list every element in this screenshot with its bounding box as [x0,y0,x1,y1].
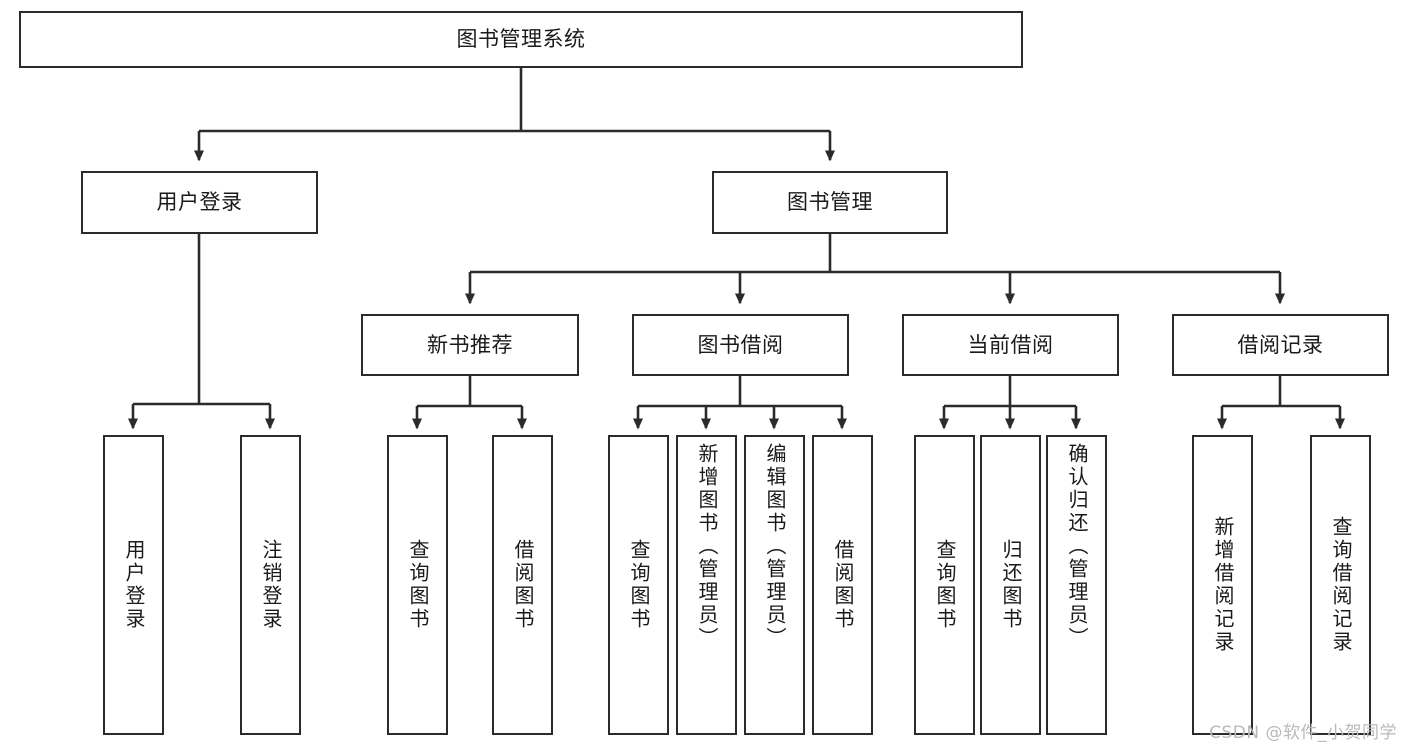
node-leaf-add-record-label: 新增借阅记录 [1211,516,1235,654]
node-leaf-query-book-3[interactable]: 查询图书 [914,435,975,735]
node-leaf-edit-book-label: 编辑图书（管理员） [763,443,787,650]
node-leaf-return-book-label: 归还图书 [999,539,1023,631]
node-leaf-query-book-3-label: 查询图书 [933,539,957,631]
node-leaf-borrow-book-1[interactable]: 借阅图书 [492,435,553,735]
node-leaf-add-book-label: 新增图书（管理员） [695,443,719,650]
node-book-manage[interactable]: 图书管理 [712,171,948,234]
node-user-login-label: 用户登录 [156,190,243,215]
node-current-borrow[interactable]: 当前借阅 [902,314,1119,376]
node-new-book-recommend[interactable]: 新书推荐 [361,314,579,376]
node-borrow-record-label: 借阅记录 [1237,332,1324,357]
node-book-borrow-label: 图书借阅 [697,332,784,357]
node-leaf-user-login[interactable]: 用户登录 [103,435,164,735]
node-leaf-query-record[interactable]: 查询借阅记录 [1310,435,1371,735]
node-leaf-borrow-book-1-label: 借阅图书 [511,539,535,631]
node-root-label: 图书管理系统 [456,27,586,52]
node-current-borrow-label: 当前借阅 [967,332,1054,357]
node-user-login[interactable]: 用户登录 [81,171,318,234]
node-leaf-user-logout-label: 注销登录 [259,539,283,631]
node-leaf-query-book-2[interactable]: 查询图书 [608,435,669,735]
node-leaf-confirm-return[interactable]: 确认归还（管理员） [1046,435,1107,735]
node-leaf-edit-book[interactable]: 编辑图书（管理员） [744,435,805,735]
node-leaf-add-book[interactable]: 新增图书（管理员） [676,435,737,735]
node-root[interactable]: 图书管理系统 [19,11,1023,68]
node-leaf-borrow-book-2[interactable]: 借阅图书 [812,435,873,735]
node-leaf-query-record-label: 查询借阅记录 [1329,516,1353,654]
node-leaf-add-record[interactable]: 新增借阅记录 [1192,435,1253,735]
node-leaf-confirm-return-label: 确认归还（管理员） [1065,443,1089,650]
node-leaf-user-login-label: 用户登录 [122,539,146,631]
watermark: CSDN @软件_小贺同学 [1209,723,1397,743]
node-leaf-user-logout[interactable]: 注销登录 [240,435,301,735]
node-leaf-query-book-2-label: 查询图书 [627,539,651,631]
node-leaf-query-book-1[interactable]: 查询图书 [387,435,448,735]
node-leaf-borrow-book-2-label: 借阅图书 [831,539,855,631]
node-borrow-record[interactable]: 借阅记录 [1172,314,1389,376]
node-book-manage-label: 图书管理 [787,190,873,215]
node-new-book-recommend-label: 新书推荐 [427,332,513,357]
node-leaf-return-book[interactable]: 归还图书 [980,435,1041,735]
node-book-borrow[interactable]: 图书借阅 [632,314,849,376]
node-leaf-query-book-1-label: 查询图书 [406,539,430,631]
